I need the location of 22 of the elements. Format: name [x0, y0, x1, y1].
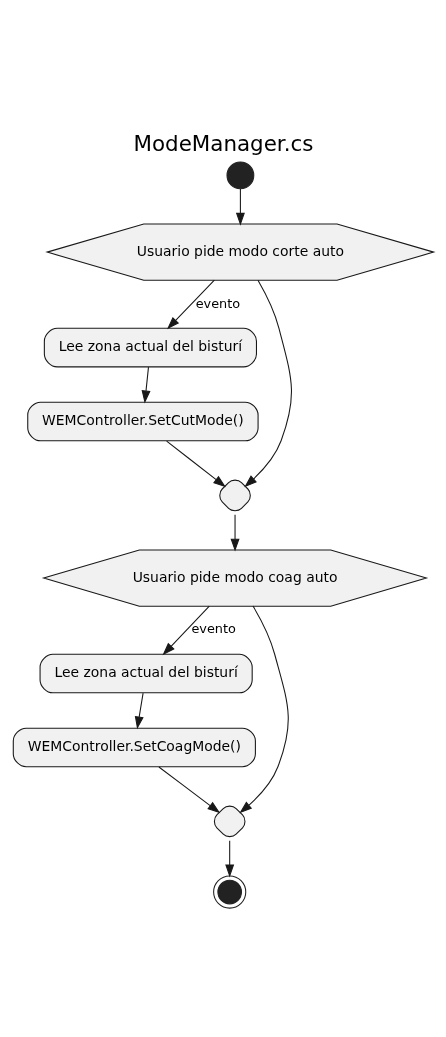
arrow [224, 839, 234, 877]
arrow [157, 765, 220, 813]
node-box: WEMController.SetCoagMode() [12, 727, 256, 767]
arrow [243, 279, 292, 487]
node-circle [212, 874, 246, 909]
node-box: Lee zona actual del bisturí [39, 653, 253, 693]
arrow [238, 605, 289, 813]
arrow [141, 366, 150, 403]
arrow [165, 440, 226, 487]
node-diamond [218, 479, 251, 511]
node-box: WEMController.SetCutMode() [26, 401, 259, 441]
arrow [134, 692, 144, 729]
arrow [162, 605, 210, 655]
node-box: Lee zona actual del bisturí [43, 327, 257, 367]
edge-label: evento [190, 620, 236, 636]
arrow [230, 513, 240, 552]
edge-label: evento [195, 295, 240, 311]
node-circle [225, 160, 254, 189]
arrow [235, 188, 245, 226]
node-diamond [213, 805, 245, 837]
diagram-title: ModeManager.cs [133, 130, 313, 156]
arrow [166, 279, 215, 329]
